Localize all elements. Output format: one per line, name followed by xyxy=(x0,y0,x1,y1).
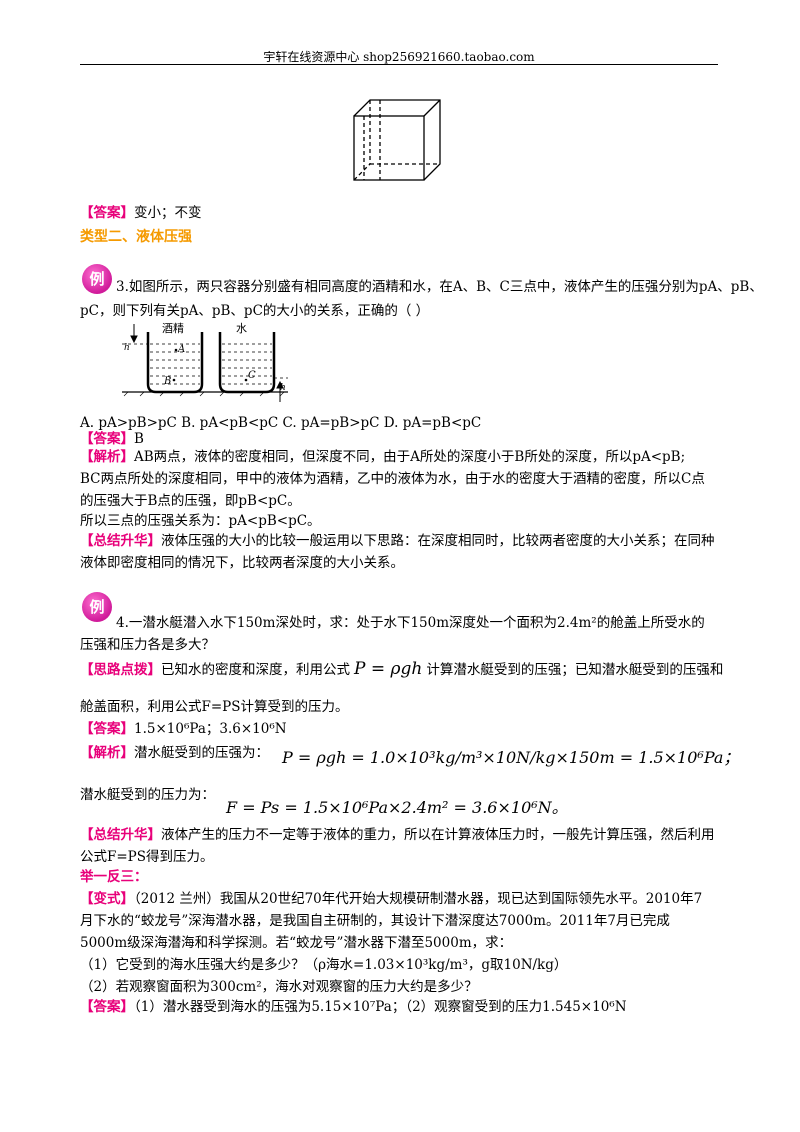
ex4-analysis-b: 潜水艇受到的压力为： xyxy=(80,787,215,803)
ex3-analysis1: 【解析】AB两点，液体的密度相同，但深度不同，由于A所处的深度小于B所处的深度，… xyxy=(80,449,686,465)
prev-answer: 【答案】变小；不变 xyxy=(80,204,202,222)
practice-answer: 【答案】（1）潜水器受到海水的压强为5.15×10⁷Pa；（2）观察窗受到的压力… xyxy=(80,999,627,1015)
formula-pressure: P = ρgh = 1.0×10³kg/m³×10N/kg×150m = 1.5… xyxy=(282,748,740,767)
label-alcohol: 酒精 xyxy=(162,322,184,335)
ex3-analysis3: 的压强大于B点的压强，即pB<pC。 xyxy=(80,493,301,509)
header-rule xyxy=(80,64,718,65)
ex4-answer: 【答案】1.5×10⁶Pa；3.6×10⁶N xyxy=(80,721,287,737)
containers-figure: 酒精 水 A B C h h xyxy=(122,322,288,402)
hint-formula: P = ρgh xyxy=(354,659,423,679)
label-water: 水 xyxy=(236,322,247,335)
answer-tag: 【答案】 xyxy=(80,205,134,221)
practice-line1: 【变式】（2012 兰州）我国从20世纪70年代开始大规模研制潜水器，现已达到国… xyxy=(80,891,703,907)
ex4-question-line1: 4.一潜水艇潜入水下150m深处时，求：处于水下150m深度处一个面积为2.4m… xyxy=(116,615,705,631)
ex3-summary2: 液体即密度相同的情况下，比较两者深度的大小关系。 xyxy=(80,555,404,571)
practice-title: 举一反三： xyxy=(80,869,148,885)
cube-diagram xyxy=(353,99,441,181)
point-a: A xyxy=(177,344,185,355)
formula-force: F = Ps = 1.5×10⁶Pa×2.4m² = 3.6×10⁶N。 xyxy=(226,798,568,817)
ex3-options: A. pA>pB>pC B. pA<pB<pC C. pA=pB>pC D. p… xyxy=(80,415,482,431)
ex4-analysis: 【解析】潜水艇受到的压强为： xyxy=(80,745,269,761)
answer-text: 变小；不变 xyxy=(134,205,202,221)
page-header: 宇轩在线资源中心 shop256921660.taobao.com xyxy=(263,50,535,64)
ex4-hint2: 舱盖面积，利用公式F=PS计算受到的压力。 xyxy=(80,699,349,715)
ex3-answer: 【答案】B xyxy=(80,431,144,447)
ex4-question-line2: 压强和压力各是多大？ xyxy=(80,637,215,653)
section-title: 类型二、液体压强 xyxy=(80,229,192,245)
ex3-analysis2: BC两点所处的深度相同，甲中的液体为酒精，乙中的液体为水，由于水的密度大于酒精的… xyxy=(80,471,705,487)
ex4-summary2: 公式F=PS得到压力。 xyxy=(80,849,214,865)
h-left: h xyxy=(124,343,130,353)
ex3-summary1: 【总结升华】液体压强的大小的比较一般运用以下思路：在深度相同时，比较两者密度的大… xyxy=(80,533,715,549)
ex4-summary1: 【总结升华】液体产生的压力不一定等于液体的重力，所以在计算液体压力时，一般先计算… xyxy=(80,827,715,843)
ex3-question-line1: 3.如图所示，两只容器分别盛有相同高度的酒精和水，在A、B、C三点中，液体产生的… xyxy=(116,279,763,295)
ex3-question-line2: pC，则下列有关pA、pB、pC的大小的关系，正确的（ ） xyxy=(80,303,430,319)
practice-line2: 月下水的“蛟龙号”深海潜水器，是我国自主研制的，其设计下潜深度达7000m。20… xyxy=(80,913,670,929)
practice-q1: （1）它受到的海水压强大约是多少？（ρ海水=1.03×10³kg/m³，g取10… xyxy=(80,957,568,973)
point-b: B xyxy=(163,376,171,387)
example-icon: 例 xyxy=(82,264,112,294)
practice-q2: （2）若观察窗面积为300cm²，海水对观察窗的压力大约是多少？ xyxy=(80,979,478,995)
example-icon: 例 xyxy=(82,592,112,622)
h-right: h xyxy=(280,383,286,393)
practice-line3: 5000m级深海潜海和科学探测。若“蛟龙号”潜水器下潜至5000m，求： xyxy=(80,935,513,951)
point-c: C xyxy=(248,370,256,381)
ex3-analysis4: 所以三点的压强关系为：pA<pB<pC。 xyxy=(80,513,321,529)
